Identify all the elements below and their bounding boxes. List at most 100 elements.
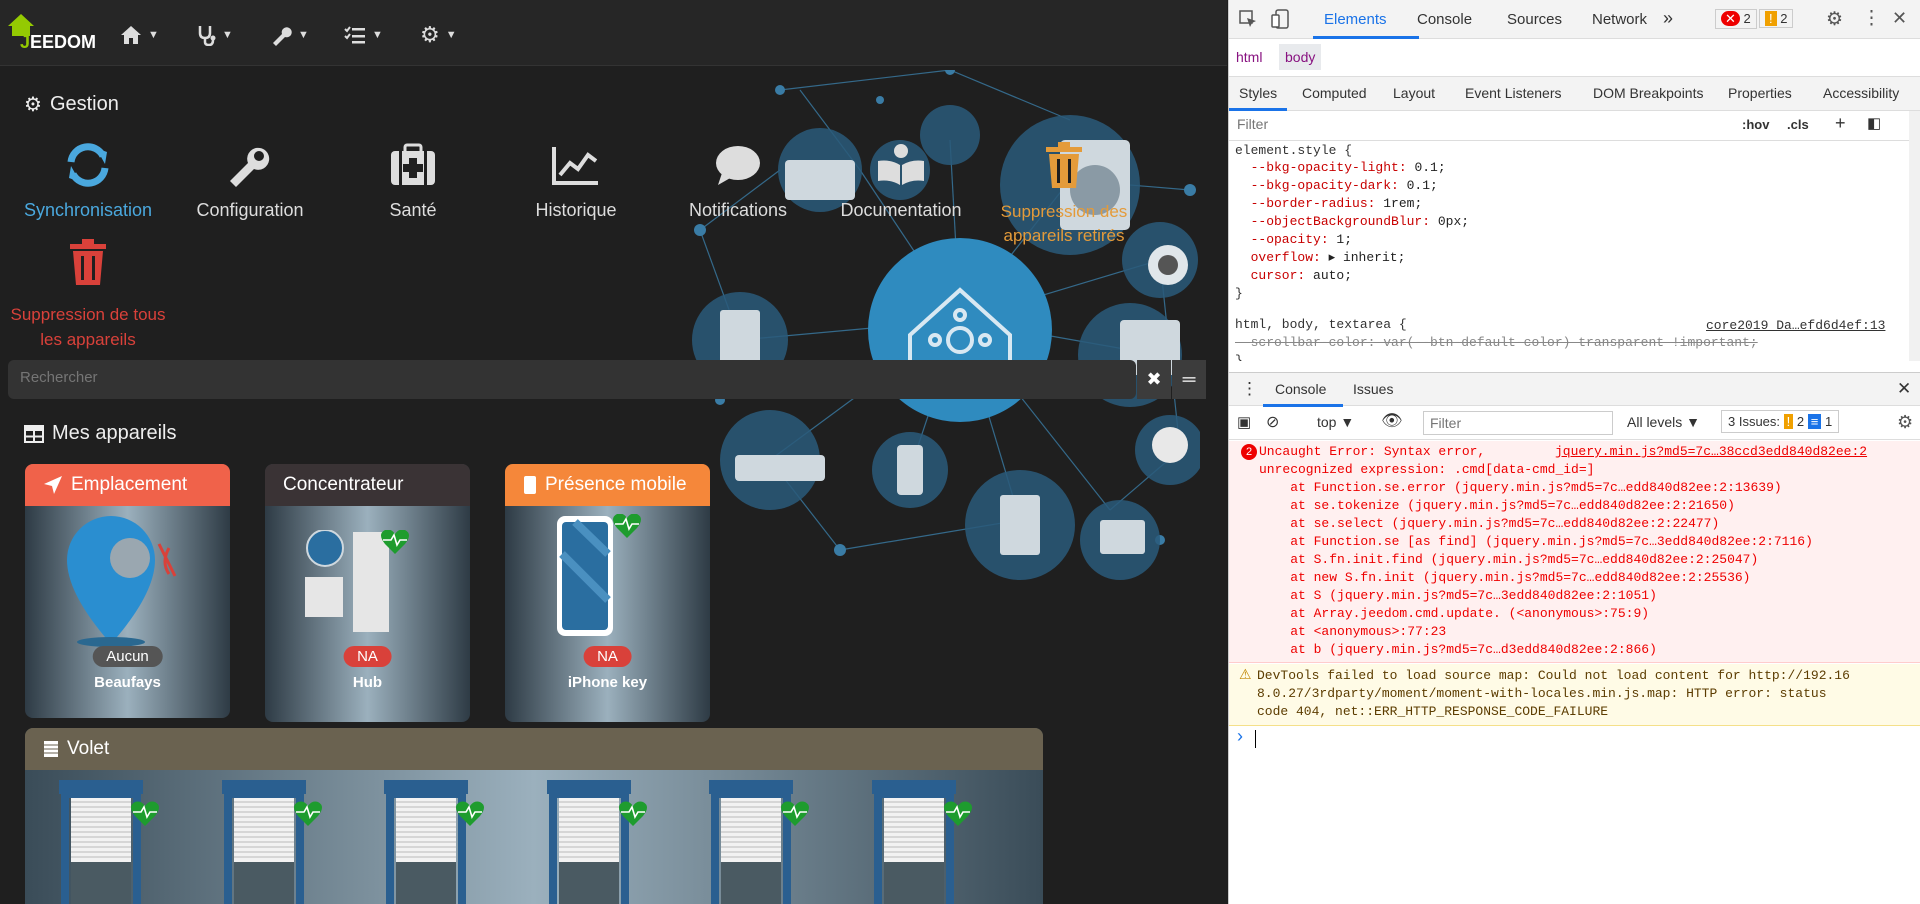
tile-historique[interactable]: Historique <box>494 130 658 221</box>
volet-shutter[interactable] <box>709 780 809 904</box>
settings-gear-icon[interactable]: ⚙ <box>1826 9 1844 30</box>
location-arrow-icon <box>44 476 62 494</box>
device-card-presence-mobile[interactable]: Présence mobile NA iPhone key <box>505 464 710 722</box>
error-source-link[interactable]: jquery.min.js?md5=7c…38ccd3edd840d82ee:2 <box>1555 444 1868 459</box>
sidebar-toggle-icon[interactable]: ◧ <box>1867 115 1882 132</box>
console-toolbar: ▣ ⊘ top ▼ 👁 All levels ▼ 3 Issues: ! 2 ≡… <box>1229 406 1920 440</box>
error-line[interactable]: at <anonymous>:77:23 <box>1259 624 1447 639</box>
menu-plugins[interactable]: ▼ <box>344 22 383 48</box>
kebab-menu-icon[interactable]: ⋮ <box>1862 8 1881 29</box>
device-name: Beaufays <box>94 674 161 691</box>
gear-icon: ⚙ <box>24 94 42 116</box>
tile-label: Historique <box>535 200 617 220</box>
card-header: Présence mobile <box>505 464 710 506</box>
clear-console-icon[interactable]: ⊘ <box>1266 414 1280 431</box>
error-line[interactable]: at Function.se [as find] (jquery.min.js?… <box>1259 534 1813 549</box>
search-input[interactable] <box>20 369 1020 386</box>
tab-dom-breakpoints[interactable]: DOM Breakpoints <box>1593 85 1704 101</box>
info-icon: ≡ <box>1807 414 1822 429</box>
tile-configuration[interactable]: Configuration <box>168 130 332 221</box>
plus-icon[interactable]: + <box>1835 113 1846 133</box>
css-line: --opacity: 1; <box>1235 232 1353 247</box>
drawer-tab-console[interactable]: Console <box>1275 381 1327 397</box>
context-select[interactable]: top ▼ <box>1317 414 1355 430</box>
device-card-emplacement[interactable]: Emplacement Aucun Beaufays <box>25 464 230 718</box>
device-name: Hub <box>352 674 383 691</box>
device-card-volet[interactable]: Volet <box>25 728 1043 904</box>
issues-counter[interactable]: 3 Issues: ! 2 ≡ 1 <box>1721 410 1840 433</box>
menu-settings[interactable]: ⚙▼ <box>420 22 457 48</box>
console-settings-icon[interactable]: ⚙ <box>1897 412 1914 432</box>
tab-console[interactable]: Console <box>1417 11 1473 28</box>
shutter-icon <box>871 780 972 904</box>
close-drawer-icon[interactable]: ✕ <box>1897 379 1912 398</box>
close-devtools-icon[interactable]: ✕ <box>1892 8 1908 28</box>
device-toggle-icon[interactable] <box>1271 9 1289 29</box>
tile-documentation[interactable]: Documentation <box>819 130 983 221</box>
volet-shutter[interactable] <box>871 780 972 904</box>
device-card-concentrateur[interactable]: Concentrateur NA Hub <box>265 464 470 722</box>
error-line[interactable]: at se.select (jquery.min.js?md5=7c…edd84… <box>1259 516 1720 531</box>
chevron-down-icon: ▼ <box>445 29 457 41</box>
drawer-menu-icon[interactable]: ⋮ <box>1241 379 1258 398</box>
tab-elements[interactable]: Elements <box>1324 11 1387 28</box>
warning-icon: ⚠ <box>1239 666 1252 682</box>
drawer-tab-issues[interactable]: Issues <box>1353 381 1394 397</box>
volet-shutter[interactable] <box>59 780 159 904</box>
inspect-icon[interactable] <box>1239 10 1257 28</box>
volet-shutter[interactable] <box>221 780 322 904</box>
breadcrumb-body[interactable]: body <box>1279 44 1322 70</box>
warning-count-badge[interactable]: ! 2 <box>1759 9 1794 28</box>
clear-search-button[interactable]: ✖ <box>1137 360 1171 399</box>
error-line[interactable]: at S (jquery.min.js?md5=7c…3edd840d82ee:… <box>1259 588 1657 603</box>
jeedom-logo[interactable]: JEEDOM <box>6 12 96 54</box>
tab-accessibility[interactable]: Accessibility <box>1823 85 1900 101</box>
chevron-down-icon: ▼ <box>148 29 159 41</box>
tab-network[interactable]: Network <box>1592 11 1648 28</box>
tab-computed[interactable]: Computed <box>1302 85 1367 101</box>
volet-shutter[interactable] <box>546 780 647 904</box>
tab-event-listeners[interactable]: Event Listeners <box>1465 85 1562 101</box>
styles-scrollbar[interactable] <box>1909 111 1920 361</box>
error-line[interactable]: at Function.se.error (jquery.min.js?md5=… <box>1259 480 1782 495</box>
error-count-badge[interactable]: ✕ 2 <box>1715 9 1757 29</box>
hov-toggle[interactable]: :hov <box>1742 117 1770 132</box>
styles-filter-input[interactable] <box>1237 116 1637 132</box>
menu-tools[interactable]: ▼ <box>270 22 309 48</box>
error-line[interactable]: at se.tokenize (jquery.min.js?md5=7c…edd… <box>1259 498 1735 513</box>
chevron-down-icon: ▼ <box>298 29 309 41</box>
css-rules: element.style { --bkg-opacity-light: 0.1… <box>1229 143 1909 361</box>
tile-sante[interactable]: Santé <box>331 130 495 221</box>
console-input-caret[interactable] <box>1255 730 1256 748</box>
tab-properties[interactable]: Properties <box>1728 85 1792 101</box>
log-levels-select[interactable]: All levels ▼ <box>1627 414 1700 430</box>
more-tabs-button[interactable]: » <box>1663 8 1674 28</box>
css-line: --objectBackgroundBlur: 0px; <box>1235 214 1470 229</box>
error-line[interactable]: at new S.fn.init (jquery.min.js?md5=7c…e… <box>1259 570 1751 585</box>
tab-sources[interactable]: Sources <box>1507 11 1563 28</box>
css-line: } <box>1235 286 1243 301</box>
tile-label: Documentation <box>840 200 962 220</box>
error-line[interactable]: at Array.jeedom.cmd.update. (<anonymous>… <box>1259 606 1650 621</box>
volet-shutter[interactable] <box>384 780 484 904</box>
css-source-link[interactable]: core2019_Da…efd6d4ef:13 <box>1706 318 1886 333</box>
trash-icon <box>70 239 106 285</box>
css-line: --bkg-opacity-light: 0.1; <box>1235 160 1446 175</box>
tile-synchronisation[interactable]: Synchronisation <box>6 130 170 221</box>
error-line[interactable]: at S.fn.init.find (jquery.min.js?md5=7c…… <box>1259 552 1759 567</box>
tab-layout[interactable]: Layout <box>1393 85 1436 101</box>
tab-styles[interactable]: Styles <box>1239 85 1278 101</box>
console-filter-input[interactable] <box>1423 411 1613 435</box>
sidebar-icon[interactable]: ▣ <box>1237 414 1252 431</box>
cls-toggle[interactable]: .cls <box>1787 117 1809 132</box>
tile-suppression-tous[interactable]: Suppression de tous les appareils <box>6 222 170 352</box>
menu-analysis[interactable]: ▼ <box>196 22 233 48</box>
tile-suppression-retires[interactable]: Suppression des appareils retirés <box>982 130 1146 248</box>
logo-text: JEEDOM <box>20 32 97 52</box>
menu-home[interactable]: ▼ <box>120 22 159 48</box>
toggle-display-button[interactable]: ═ <box>1172 360 1206 399</box>
breadcrumb-html[interactable]: html <box>1236 49 1263 65</box>
error-line[interactable]: at b (jquery.min.js?md5=7c…d3edd840d82ee… <box>1259 642 1657 657</box>
tile-notifications[interactable]: Notifications <box>656 130 820 221</box>
eye-icon[interactable]: 👁 <box>1381 411 1403 430</box>
